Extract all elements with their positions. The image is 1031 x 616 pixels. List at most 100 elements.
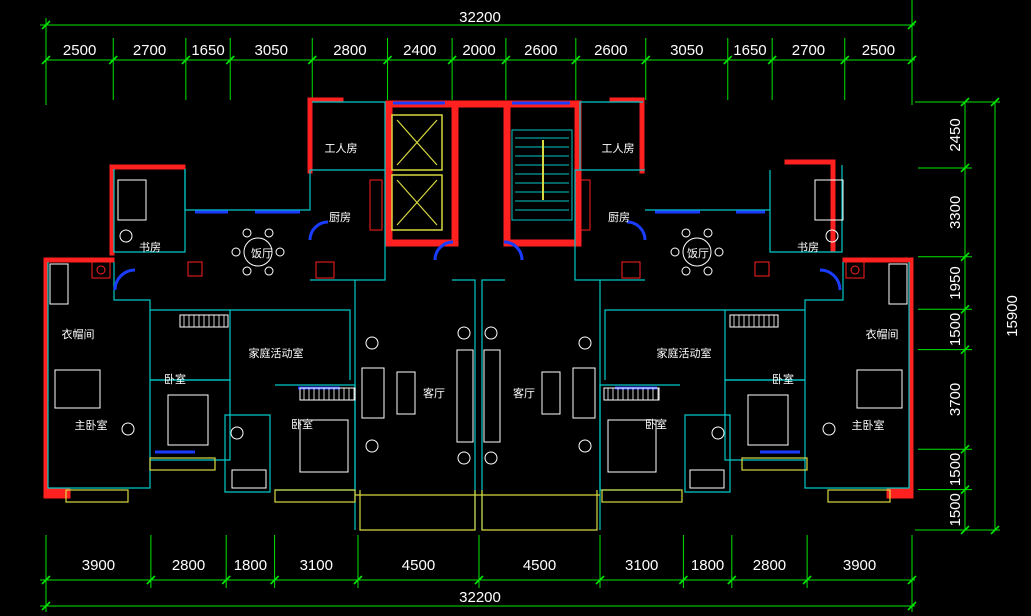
room-label-study-right: 书房 — [797, 241, 819, 254]
room-label-study-left: 书房 — [139, 241, 161, 254]
right-dimension-label: 1950 — [947, 266, 964, 299]
bottom-dimension-label: 3900 — [82, 557, 115, 574]
plant-symbol — [121, 422, 135, 436]
top-dimension-label: 3050 — [255, 42, 288, 59]
dining-table-left — [243, 237, 273, 267]
room-label-bedroom-right-a: 卧室 — [772, 372, 794, 386]
top-dimension-label: 3050 — [670, 42, 703, 59]
dining-chair — [242, 266, 252, 276]
dining-table-right — [682, 237, 712, 267]
doors-and-windows — [113, 101, 842, 454]
room-label-kitchen-right: 厨房 — [608, 211, 630, 224]
tv-cabinet-right — [483, 349, 501, 443]
room-label-master-right: 主卧室 — [852, 418, 885, 432]
plant-symbol — [230, 426, 244, 440]
right-dimension-lines — [915, 97, 1000, 535]
dining-chair — [681, 266, 691, 276]
top-dimension-label: 2800 — [333, 42, 366, 59]
room-label-closet-right: 衣帽间 — [866, 327, 899, 341]
plant-symbol — [711, 426, 725, 440]
interior-partitions — [47, 101, 910, 530]
sofa-right — [572, 367, 596, 419]
bottom-total-dimension: 32200 — [459, 589, 501, 606]
dining-chair — [714, 247, 724, 257]
room-label-family-right: 家庭活动室 — [657, 346, 712, 360]
wardrobe — [299, 387, 356, 401]
right-total-dimension: 15900 — [1004, 295, 1021, 337]
bottom-dimension-label: 1800 — [691, 557, 724, 574]
right-dimension-label: 2450 — [947, 118, 964, 151]
desk-left — [117, 179, 147, 221]
dining-chair — [231, 247, 241, 257]
dining-chair — [264, 266, 274, 276]
right-dimension-label: 3300 — [947, 196, 964, 229]
room-label-bedroom-left-b: 卧室 — [291, 417, 313, 431]
bed-left-b — [299, 419, 349, 473]
right-dimension-label: 1500 — [947, 493, 964, 526]
top-dimension-label: 2400 — [403, 42, 436, 59]
plant-symbol — [365, 439, 379, 453]
top-dimension-label: 2700 — [792, 42, 825, 59]
plant-symbol — [484, 451, 498, 465]
desk-right — [814, 179, 844, 221]
bathtub-right — [888, 263, 908, 305]
bathtub-small-left — [231, 469, 267, 489]
bottom-dimension-label: 3100 — [625, 557, 658, 574]
tv-cabinet-left — [456, 349, 474, 443]
room-label-servant-left: 工人房 — [325, 142, 358, 155]
top-dimension-label: 2700 — [133, 42, 166, 59]
dining-chair — [681, 228, 691, 238]
bed-master-left — [54, 369, 101, 409]
room-label-bedroom-right-b: 卧室 — [645, 417, 667, 431]
bed-left-a — [167, 394, 209, 446]
dining-chair — [670, 247, 680, 257]
top-dimension-label: 2500 — [63, 42, 96, 59]
room-label-dining-left: 饭厅 — [251, 247, 273, 260]
bathtub-left — [49, 263, 69, 305]
staircase — [511, 129, 573, 221]
right-dimension-label: 1500 — [947, 453, 964, 486]
elevator-shafts — [391, 114, 443, 231]
bottom-dimension-label: 1800 — [234, 557, 267, 574]
plant-symbol — [578, 336, 592, 350]
wardrobe — [603, 387, 660, 401]
furniture — [49, 179, 908, 489]
sanitary-fixtures — [91, 179, 865, 279]
plant-symbol — [119, 229, 133, 243]
plant-symbol — [822, 422, 836, 436]
balconies — [65, 457, 891, 531]
sofa-left — [361, 367, 385, 419]
dining-chair — [242, 228, 252, 238]
top-dimension-label: 2500 — [862, 42, 895, 59]
bottom-dimension-label: 3900 — [843, 557, 876, 574]
bed-right-a — [747, 394, 789, 446]
room-label-living-left: 客厅 — [423, 386, 445, 400]
room-label-family-left: 家庭活动室 — [249, 346, 304, 360]
room-label-kitchen-left: 厨房 — [329, 211, 351, 224]
top-dimension-label: 2000 — [462, 42, 495, 59]
dining-chair — [275, 247, 285, 257]
top-dimension-label: 1650 — [733, 42, 766, 59]
room-label-servant-right: 工人房 — [602, 142, 635, 155]
plant-symbol — [457, 326, 471, 340]
exterior-walls — [43, 97, 914, 499]
room-label-dining-right: 饭厅 — [687, 247, 709, 260]
top-dimension-label: 2600 — [524, 42, 557, 59]
plant-symbol — [457, 451, 471, 465]
plant-symbol — [578, 439, 592, 453]
room-label-closet-left: 衣帽间 — [62, 327, 95, 341]
top-dimension-label: 1650 — [191, 42, 224, 59]
bottom-dimension-lines — [40, 535, 917, 612]
top-total-dimension: 32200 — [459, 9, 501, 26]
top-dimension-lines — [40, 0, 917, 105]
plant-symbol — [365, 336, 379, 350]
bottom-dimension-label: 2800 — [172, 557, 205, 574]
room-label-bedroom-left-a: 卧室 — [164, 372, 186, 386]
bathtub-small-right — [689, 469, 725, 489]
dining-chair — [703, 266, 713, 276]
dining-chair — [703, 228, 713, 238]
